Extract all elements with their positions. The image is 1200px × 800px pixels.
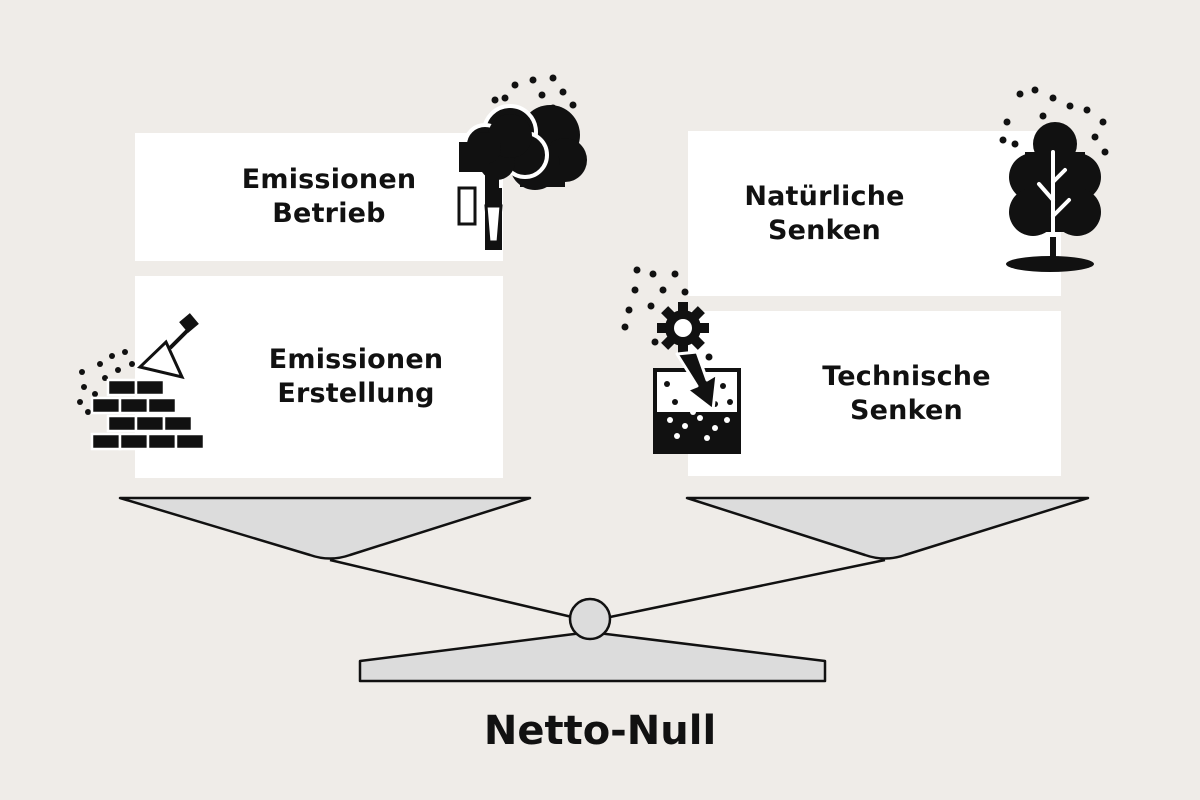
- left-scale-string: [329, 558, 573, 619]
- tree-icon: [999, 86, 1109, 272]
- carbon-capture-icon: [621, 266, 741, 454]
- scale-base: [358, 630, 827, 683]
- left-scale-pan: [118, 496, 532, 560]
- emissions-operation-label: Emissionen Betrieb: [241, 164, 417, 229]
- emissions-construction-box: Emissionen Erstellung: [135, 276, 503, 478]
- natural-sinks-label: Natürliche Senken: [744, 180, 905, 246]
- right-scale-pan: [685, 496, 1090, 560]
- emissions-operation-box: Emissionen Betrieb: [135, 133, 503, 261]
- brick-wall-trowel-icon: [77, 313, 206, 451]
- technical-sinks-box: Technische Senken: [688, 311, 1061, 476]
- factory-smoke-icon: [457, 74, 587, 250]
- natural-sinks-box: Natürliche Senken: [688, 131, 1061, 296]
- emissions-construction-label: Emissionen Erstellung: [268, 344, 444, 409]
- scale-pivot: [568, 597, 612, 641]
- technical-sinks-label: Technische Senken: [822, 360, 991, 426]
- net-zero-caption: Netto-Null: [483, 708, 717, 754]
- right-scale-string: [609, 558, 886, 619]
